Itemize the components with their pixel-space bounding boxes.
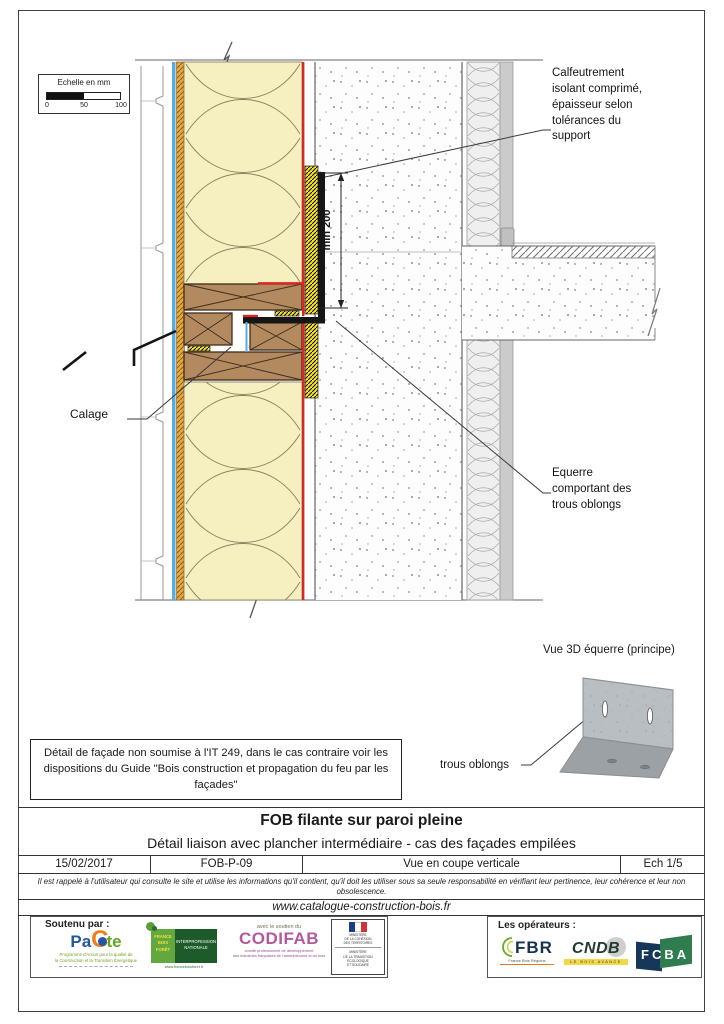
operators-box: Les opérateurs : FBR France Bois Régions… xyxy=(487,916,702,978)
concrete-wall xyxy=(314,62,463,600)
fire-regulation-note: Détail de façade non soumise à l'IT 249,… xyxy=(30,739,402,800)
insulation-panel-lower xyxy=(183,381,303,601)
membranes-and-flashing xyxy=(62,62,305,600)
cndb-tagline: LE BOIS AVANCE xyxy=(564,958,628,965)
fbr-logo: FBR France Bois Régions xyxy=(494,937,560,965)
timber-members xyxy=(183,283,303,381)
bracket-equerre xyxy=(243,172,325,324)
annotation-calage: Calage xyxy=(70,407,109,421)
pacte-tagline-2: la Construction et la Transition Énergét… xyxy=(54,958,138,964)
sheet-subtitle: Détail liaison avec plancher intermédiai… xyxy=(147,835,576,851)
annotation-equerre: Equerre comportant des trous oblongs xyxy=(552,467,632,511)
codifab-tagline-1: comité professionnel de développement xyxy=(244,947,314,953)
codifab-tagline-2: des industries françaises de l'ameubleme… xyxy=(232,953,326,959)
scale-bar-filled xyxy=(47,93,84,99)
dimension-label-min200: min 200 xyxy=(321,209,333,251)
label-trous-oblongs: trous oblongs xyxy=(440,759,510,771)
pacte-tagline-1: Programme d'Action pour la qualité de xyxy=(59,952,133,957)
cndb-wordmark: CNDB xyxy=(571,940,621,957)
info-row: 15/02/2017 FOB-P-09 Vue en coupe vertica… xyxy=(18,855,705,874)
fbr-underline xyxy=(500,964,554,965)
supported-by-label: Soutenu par : xyxy=(45,919,110,930)
fbr-wordmark: FBR xyxy=(515,938,553,957)
title-block: FOB filante sur paroi pleine Détail liai… xyxy=(18,807,705,916)
floor-slab xyxy=(318,242,661,341)
disclaimer: Il est rappelé à l'utilisateur qui consu… xyxy=(18,874,705,900)
scale-title: Echelle en mm xyxy=(57,78,111,87)
cndb-circle-icon xyxy=(606,937,626,957)
codifab-logo: avec le soutien du CODIFAB comité profes… xyxy=(227,924,331,958)
fcba-logo: FCBA xyxy=(634,934,696,973)
ministry-divider xyxy=(335,947,381,949)
sheet-border xyxy=(18,10,705,1012)
date-cell: 15/02/2017 xyxy=(55,858,113,870)
scale-bar xyxy=(46,92,121,100)
fbr-arcs-icon xyxy=(502,937,514,957)
tree-icon-small xyxy=(152,926,157,931)
cladding-profile xyxy=(140,66,164,600)
pacte-logo: PaCte Programme d'Action pour la qualité… xyxy=(41,928,151,968)
interior-lining xyxy=(466,61,515,601)
insulation-panel-upper xyxy=(183,61,303,285)
website-url: www.catalogue-construction-bois.fr xyxy=(18,900,705,916)
french-flag-icon xyxy=(349,922,367,932)
fcba-wordmark: FCBA xyxy=(641,947,690,962)
supporters-box: Soutenu par : PaCte Programme d'Action p… xyxy=(30,916,388,978)
codifab-support-text: avec le soutien du xyxy=(256,924,302,930)
fbf-url: www.franceboisforet.fr xyxy=(164,964,204,969)
pacte-circle-icon xyxy=(97,937,107,946)
dimension-min200 xyxy=(315,172,348,309)
cndb-logo: CNDB LE BOIS AVANCE xyxy=(564,937,628,965)
scale-tick-100: 100 xyxy=(115,102,127,109)
fbr-tagline: France Bois Régions xyxy=(508,958,546,963)
scale-ref-cell: Ech 1/5 xyxy=(620,856,705,873)
reference-cell: FOB-P-09 xyxy=(150,856,302,873)
bracket-3d-view xyxy=(559,677,674,779)
annotation-calfeutrement: Calfeutrement isolant comprimé, épaisseu… xyxy=(552,67,643,143)
scale-widget: Echelle en mm 0 50 100 xyxy=(38,74,130,114)
scale-tick-0: 0 xyxy=(45,102,49,109)
view-3d-title: Vue 3D équerre (principe) xyxy=(543,644,675,656)
tree-icon xyxy=(146,922,155,931)
codifab-wordmark: CODIFAB xyxy=(239,929,319,948)
sheet-title: FOB filante sur paroi pleine xyxy=(260,812,463,829)
view-type-cell: Vue en coupe verticale xyxy=(302,856,620,873)
scale-tick-50: 50 xyxy=(80,102,88,109)
pacte-divider xyxy=(59,966,133,968)
operators-label: Les opérateurs : xyxy=(498,920,576,931)
pacte-wordmark: PaCte xyxy=(70,928,122,952)
seal-strips xyxy=(187,165,319,399)
